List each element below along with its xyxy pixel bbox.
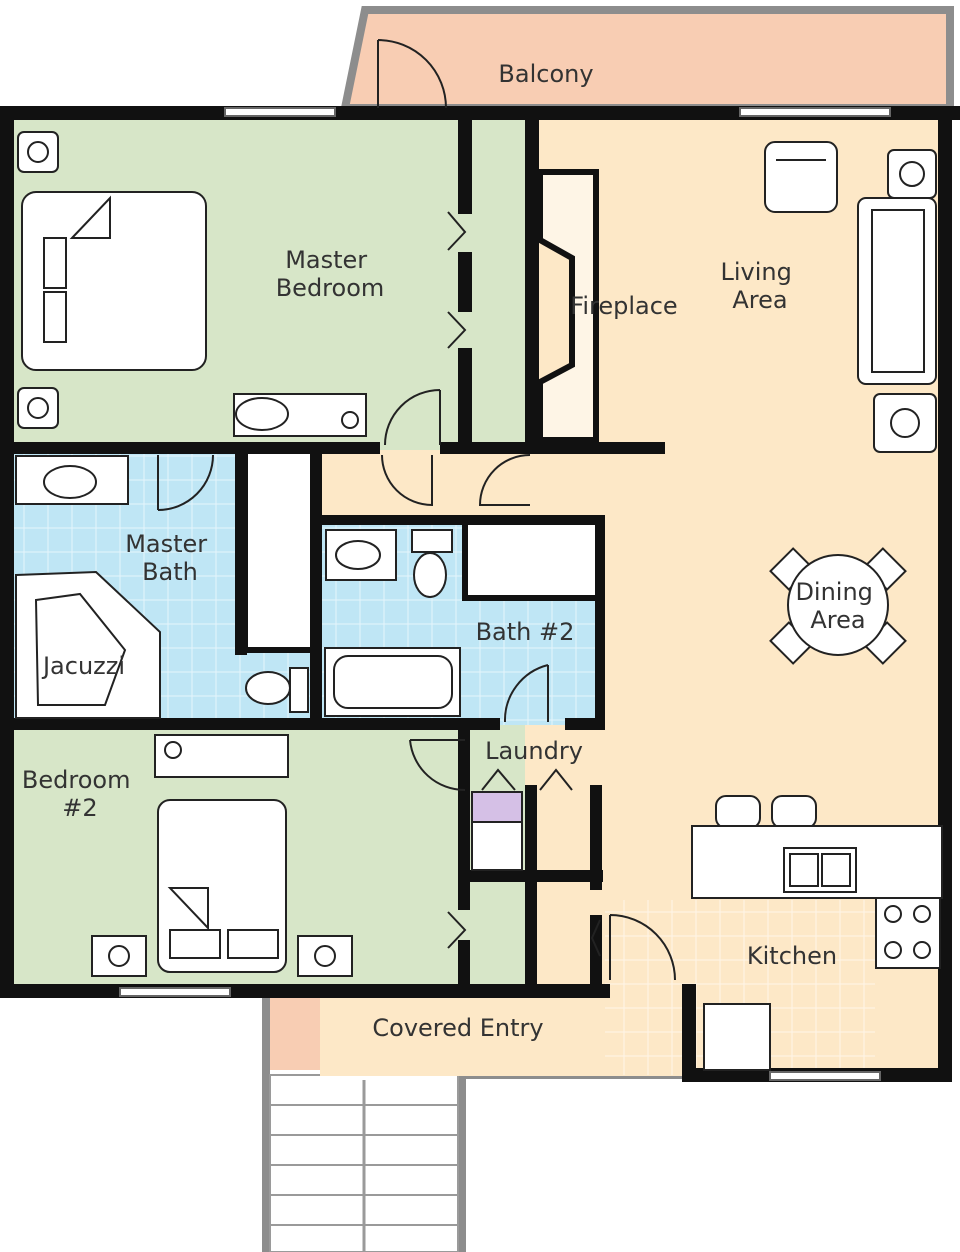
master-bath-label: Master Bath xyxy=(125,530,215,586)
bar-stools xyxy=(715,795,817,829)
balcony-label: Balcony xyxy=(498,60,593,88)
laundry-machines xyxy=(471,791,523,871)
bedroom-2-bed xyxy=(157,799,287,973)
dining-area-label: Dining Area xyxy=(795,578,880,634)
bedroom-2-desk xyxy=(154,734,289,778)
lamp-icon xyxy=(17,131,59,429)
kitchen-label: Kitchen xyxy=(747,942,837,970)
master-bed xyxy=(21,191,207,371)
hall-closet xyxy=(462,519,602,601)
armchair xyxy=(764,141,838,213)
fireplace-label: Fireplace xyxy=(570,292,677,320)
entry-stairs xyxy=(269,1074,459,1252)
balcony-area xyxy=(340,6,954,112)
dresser xyxy=(233,393,367,437)
doors xyxy=(157,39,676,981)
bedroom-2-label: Bedroom #2 xyxy=(22,766,138,822)
master-bedroom-label: Master Bedroom xyxy=(276,246,385,302)
covered-entry-label: Covered Entry xyxy=(372,1014,543,1042)
living-area-label: Living Area xyxy=(721,258,800,314)
bath-2-toilet xyxy=(411,529,453,598)
windows xyxy=(119,107,891,1081)
bathtub xyxy=(324,647,461,717)
sofa xyxy=(857,197,937,385)
closet-master xyxy=(242,447,318,653)
bath-2-sink xyxy=(325,529,397,581)
laundry-label: Laundry xyxy=(485,737,583,765)
bath-2-label: Bath #2 xyxy=(476,618,575,646)
jacuzzi-label: Jacuzzi xyxy=(41,652,125,680)
living-lamps xyxy=(873,149,937,453)
jacuzzi-tub xyxy=(15,570,161,719)
dining-table xyxy=(769,547,907,665)
nightstand-icon xyxy=(91,935,353,977)
balcony-floor xyxy=(340,6,954,112)
kitchen-counter xyxy=(691,825,943,1071)
master-toilet xyxy=(245,667,309,713)
master-bath-sink xyxy=(15,455,129,505)
fireplace xyxy=(537,169,599,443)
